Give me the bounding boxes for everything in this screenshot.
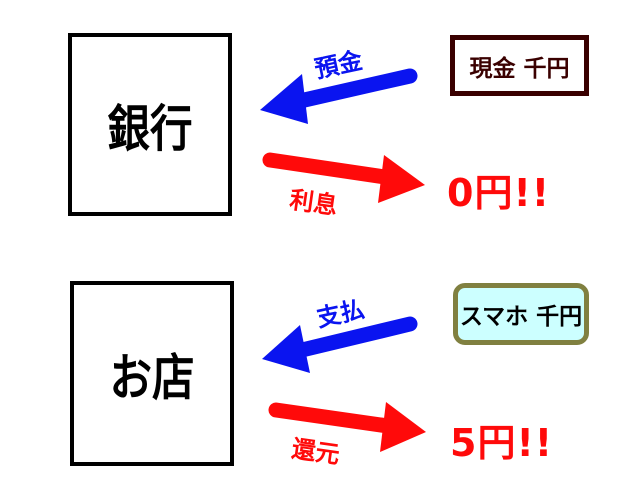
payment-arrow [262,316,418,373]
rebate-arrow [268,402,426,452]
bank-box: 銀行 [68,33,232,216]
deposit-arrow [260,68,418,124]
bank-title: 銀行 [107,99,193,158]
shop-title: お店 [109,348,195,407]
interest-arrow [262,152,425,203]
cash-box: 現金 千円 [450,35,589,96]
bank-result: 0円!! [447,171,551,215]
shop-box: お店 [70,281,234,466]
shop-result: 5円!! [450,421,554,465]
interest-label: 利息 [287,185,340,221]
rebate-label: 還元 [289,434,342,470]
phone-box: スマホ 千円 [453,283,589,345]
